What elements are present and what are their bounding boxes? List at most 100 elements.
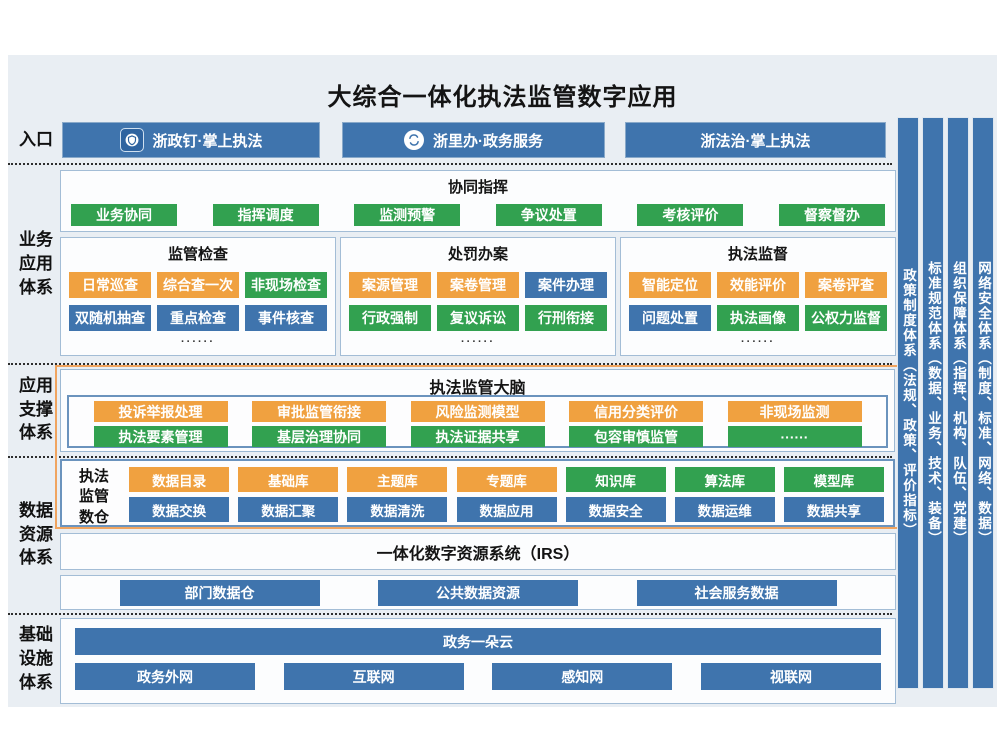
entry-button-label: 浙法治·掌上执法: [700, 132, 811, 150]
collab-command-title: 协同指挥: [447, 179, 508, 196]
enforcement-supervision-title: 执法监督: [727, 246, 788, 263]
module-button[interactable]: 监测预警: [354, 204, 461, 226]
module-button[interactable]: 案卷管理: [437, 272, 519, 298]
module-button[interactable]: 专题库: [456, 467, 557, 492]
section-divider: [8, 613, 892, 615]
punishment-case-panel: 处罚办案 案源管理 案卷管理 案件办理 行政强制 复议诉讼 行刑衔接 ·····…: [340, 237, 616, 356]
section-divider: [8, 163, 892, 165]
enforcement-brain-title: 执法监管大脑: [429, 380, 526, 397]
module-button[interactable]: 执法要素管理: [93, 426, 228, 447]
enforcement-supervision-panel: 执法监督 智能定位 效能评价 案卷评查 问题处置 执法画像 公权力监督 ····…: [620, 237, 896, 356]
module-button[interactable]: 数据交换: [129, 497, 230, 522]
module-button[interactable]: 审批监管衔接: [252, 401, 386, 422]
module-button[interactable]: 视联网: [700, 663, 881, 690]
gov-cloud-bar[interactable]: 政务一朵云: [75, 628, 881, 655]
enforcement-brain-panel: 执法监管大脑 投诉举报处理 审批监管衔接 风险监测模型 信用分类评价 非现场监测…: [60, 369, 895, 452]
more-dots: ······: [461, 336, 495, 348]
module-button[interactable]: 数据目录: [129, 467, 230, 492]
module-button[interactable]: 基础库: [238, 467, 339, 492]
pillar-organization-system: 组织保障体系（指挥、机构、队伍、党建）: [947, 117, 969, 689]
pillar-label: 组织保障体系（指挥、机构、队伍、党建）: [951, 260, 966, 546]
module-button[interactable]: 感知网: [492, 663, 673, 690]
diagram-background: 大综合一体化执法监管数字应用 入口 业务 应用 体系 应用 支撑 体系 数据 资…: [8, 55, 997, 707]
section-label-data: 数据 资源 体系: [19, 500, 53, 568]
module-button[interactable]: 公权力监督: [805, 305, 887, 331]
module-button[interactable]: 投诉举报处理: [93, 401, 228, 422]
more-dots: ······: [741, 336, 775, 348]
module-button[interactable]: 业务协同: [71, 204, 177, 226]
entry-button-zhezhengding[interactable]: 浙政钉·掌上执法: [62, 122, 320, 158]
module-button[interactable]: 风险监测模型: [410, 401, 545, 422]
module-button[interactable]: 行政强制: [349, 305, 431, 331]
infrastructure-panel: 政务一朵云 政务外网 互联网 感知网 视联网: [60, 618, 896, 704]
entry-button-zheliban[interactable]: 浙里办·政务服务: [342, 122, 605, 158]
module-button[interactable]: 部门数据仓: [119, 579, 320, 606]
module-button[interactable]: 公共数据资源: [378, 579, 578, 606]
data-warehouse-label: 执法 监管 数仓: [78, 468, 109, 526]
zheliban-app-icon: [404, 130, 424, 150]
module-button[interactable]: 数据应用: [456, 497, 557, 522]
module-button[interactable]: 数据安全: [565, 497, 666, 522]
module-button[interactable]: ······: [727, 426, 862, 447]
section-label-business: 业务 应用 体系: [19, 230, 53, 297]
module-button[interactable]: 案卷评查: [805, 272, 887, 298]
module-button[interactable]: 双随机抽查: [69, 305, 151, 331]
module-button[interactable]: 非现场检查: [245, 272, 327, 298]
module-button[interactable]: 案源管理: [349, 272, 431, 298]
module-button[interactable]: 案件办理: [525, 272, 607, 298]
module-button[interactable]: 知识库: [565, 467, 666, 492]
zhezhengding-app-icon: [119, 128, 144, 152]
page-title: 大综合一体化执法监管数字应用: [327, 85, 678, 111]
module-button[interactable]: 算法库: [674, 467, 775, 492]
module-button[interactable]: 综合查一次: [157, 272, 239, 298]
data-sources-panel: 部门数据仓 公共数据资源 社会服务数据: [60, 575, 896, 610]
pillar-network-security-system: 网络安全体系（制度、标准、网络、数据）: [972, 117, 994, 689]
module-button[interactable]: 社会服务数据: [636, 579, 837, 606]
module-button[interactable]: 智能定位: [629, 272, 711, 298]
section-label-support: 应用 支撑 体系: [19, 375, 53, 443]
module-button[interactable]: 事件核查: [245, 305, 327, 331]
pillar-label: 政策制度体系（法规、政策、评价指标）: [901, 268, 916, 538]
supervision-check-title: 监管检查: [167, 246, 228, 263]
module-button[interactable]: 日常巡查: [69, 272, 151, 298]
module-button[interactable]: 信用分类评价: [569, 401, 703, 422]
module-button[interactable]: 主题库: [347, 467, 448, 492]
punishment-case-title: 处罚办案: [447, 246, 508, 263]
pillar-label: 标准规范体系（数据、业务、技术、装备）: [926, 260, 941, 546]
module-button[interactable]: 基层治理协同: [252, 426, 386, 447]
module-button[interactable]: 考核评价: [637, 204, 744, 226]
module-button[interactable]: 数据共享: [783, 497, 884, 522]
module-button[interactable]: 政务外网: [75, 663, 255, 690]
module-button[interactable]: 问题处置: [629, 305, 711, 331]
module-button[interactable]: 数据汇聚: [238, 497, 339, 522]
module-button[interactable]: 督察督办: [778, 204, 885, 226]
section-divider: [8, 456, 892, 458]
module-button[interactable]: 数据清洗: [347, 497, 448, 522]
section-label-infra: 基础 设施 体系: [19, 625, 53, 692]
entry-row: 浙政钉·掌上执法 浙里办·政务服务 浙法治·掌上执法: [8, 122, 892, 158]
pillar-policy-system: 政策制度体系（法规、政策、评价指标）: [897, 117, 919, 689]
module-button[interactable]: 执法画像: [717, 305, 799, 331]
data-warehouse-panel: 执法 监管 数仓 数据目录 基础库 主题库 专题库 知识库 算法库 模型库 数据…: [60, 459, 895, 527]
module-button[interactable]: 互联网: [283, 663, 464, 690]
module-button[interactable]: 行刑衔接: [525, 305, 607, 331]
module-button[interactable]: 指挥调度: [212, 204, 319, 226]
section-divider: [8, 363, 892, 365]
irs-system-title: 一体化数字资源系统（IRS）: [376, 545, 580, 563]
module-button[interactable]: 争议处置: [495, 204, 602, 226]
entry-button-label: 浙里办·政务服务: [433, 132, 543, 150]
irs-system-bar: 一体化数字资源系统（IRS）: [60, 533, 896, 570]
module-button[interactable]: 数据运维: [674, 497, 775, 522]
pillar-standards-system: 标准规范体系（数据、业务、技术、装备）: [922, 117, 944, 689]
module-button[interactable]: 执法证据共享: [410, 426, 545, 447]
section-label-entry: 入口: [19, 130, 53, 150]
entry-button-zhefazhi[interactable]: 浙法治·掌上执法: [625, 122, 886, 158]
module-button[interactable]: 非现场监测: [727, 401, 862, 422]
module-button[interactable]: 重点检查: [157, 305, 239, 331]
module-button[interactable]: 模型库: [783, 467, 884, 492]
module-button[interactable]: 包容审慎监管: [569, 426, 703, 447]
supervision-check-panel: 监管检查 日常巡查 综合查一次 非现场检查 双随机抽查 重点检查 事件核查 ··…: [60, 237, 336, 356]
more-dots: ······: [181, 336, 215, 348]
module-button[interactable]: 效能评价: [717, 272, 799, 298]
module-button[interactable]: 复议诉讼: [437, 305, 519, 331]
